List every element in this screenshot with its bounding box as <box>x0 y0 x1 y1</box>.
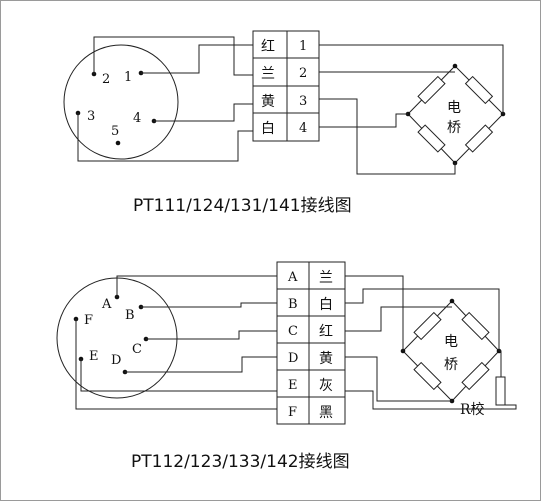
terminal-1: 1 <box>299 39 307 54</box>
color-2-red: 红 <box>319 324 333 340</box>
wire-pin1 <box>141 44 253 74</box>
wire-t3-bridge <box>319 98 456 175</box>
bridge-1-resistor-bl <box>417 124 446 153</box>
wire-t1-bridge <box>319 44 504 114</box>
pin-B-label: B <box>125 308 135 323</box>
pin-E-label: E <box>89 349 99 364</box>
wire-pin4 <box>154 103 253 122</box>
wire-red-bridge <box>345 306 452 332</box>
pin-2-label: 2 <box>102 72 110 87</box>
pin-A-label: A <box>101 297 112 312</box>
bridge-2-resistor-br <box>461 361 490 391</box>
wire-blue-bridge <box>345 275 404 351</box>
bridge-1: 电 桥 <box>405 63 506 166</box>
pin-4-label: 4 <box>133 111 141 126</box>
bridge-1-label-top: 电 <box>447 100 461 116</box>
letter-D: D <box>288 351 298 366</box>
wire-pin2 <box>93 36 253 76</box>
terminal-4: 4 <box>299 121 307 136</box>
bridge-2-resistor-bl <box>413 361 442 391</box>
wire-t4-bridge <box>319 113 408 128</box>
diagram-1: 2 1 3 4 5 红 兰 黄 白 1 2 3 4 <box>63 30 506 216</box>
bridge-2-label-top: 电 <box>444 334 458 350</box>
color-white: 白 <box>261 121 275 137</box>
color-2-white: 白 <box>319 297 333 313</box>
color-yellow: 黄 <box>261 93 275 110</box>
bridge-2-resistor-tl <box>413 311 442 341</box>
color-2-gray: 灰 <box>319 378 333 394</box>
calibration-resistor <box>495 376 506 406</box>
connector-1-outline <box>63 44 179 160</box>
letter-E: E <box>288 378 298 393</box>
bridge-2-resistor-tr <box>461 311 490 341</box>
color-2-yellow: 黄 <box>319 350 333 367</box>
pin-5-dot <box>115 140 121 146</box>
terminal-2: 2 <box>299 66 307 81</box>
color-blue: 兰 <box>261 66 275 82</box>
bridge-2-label-bottom: 桥 <box>444 357 458 373</box>
wire-gray-resistor <box>345 390 517 410</box>
pin-3-label: 3 <box>87 109 95 124</box>
diagram-1-title: PT111/124/131/141接线图 <box>133 196 352 216</box>
wire-pin-B <box>141 302 277 308</box>
bridge-2: 电 桥 <box>400 298 502 404</box>
bridge-1-resistor-br <box>464 124 494 153</box>
pin-1-label: 1 <box>124 70 132 85</box>
letter-F: F <box>288 405 297 420</box>
pin-5-label: 5 <box>111 124 119 139</box>
wire-bridge-resistor <box>499 350 502 377</box>
color-2-black: 黑 <box>319 405 333 421</box>
wire-pin-C <box>146 330 277 340</box>
wire-pin-F <box>75 319 277 410</box>
pin-C-label: C <box>132 342 142 357</box>
wire-yellow-bridge <box>345 356 452 402</box>
letter-A: A <box>287 270 298 285</box>
letter-C: C <box>288 324 298 339</box>
bridge-1-resistor-tr <box>464 75 494 105</box>
pin-D-label: D <box>111 353 121 368</box>
bridge-1-label-bottom: 桥 <box>447 120 461 136</box>
wire-pin-A <box>116 275 277 297</box>
diagram-2-title: PT112/123/133/142接线图 <box>131 452 350 472</box>
bridge-1-resistor-tl <box>417 75 446 105</box>
color-red: 红 <box>261 39 275 55</box>
wire-white-bridge <box>345 288 500 351</box>
wire-pin3 <box>77 113 253 162</box>
color-2-blue: 兰 <box>319 270 333 286</box>
pin-F-label: F <box>84 313 93 328</box>
terminal-3: 3 <box>299 94 307 109</box>
wire-pin-D <box>125 356 277 373</box>
diagram-2: A B F C E D A B C D E F 兰 白 红 黄 灰 黑 <box>56 261 517 472</box>
letter-B: B <box>288 297 298 312</box>
